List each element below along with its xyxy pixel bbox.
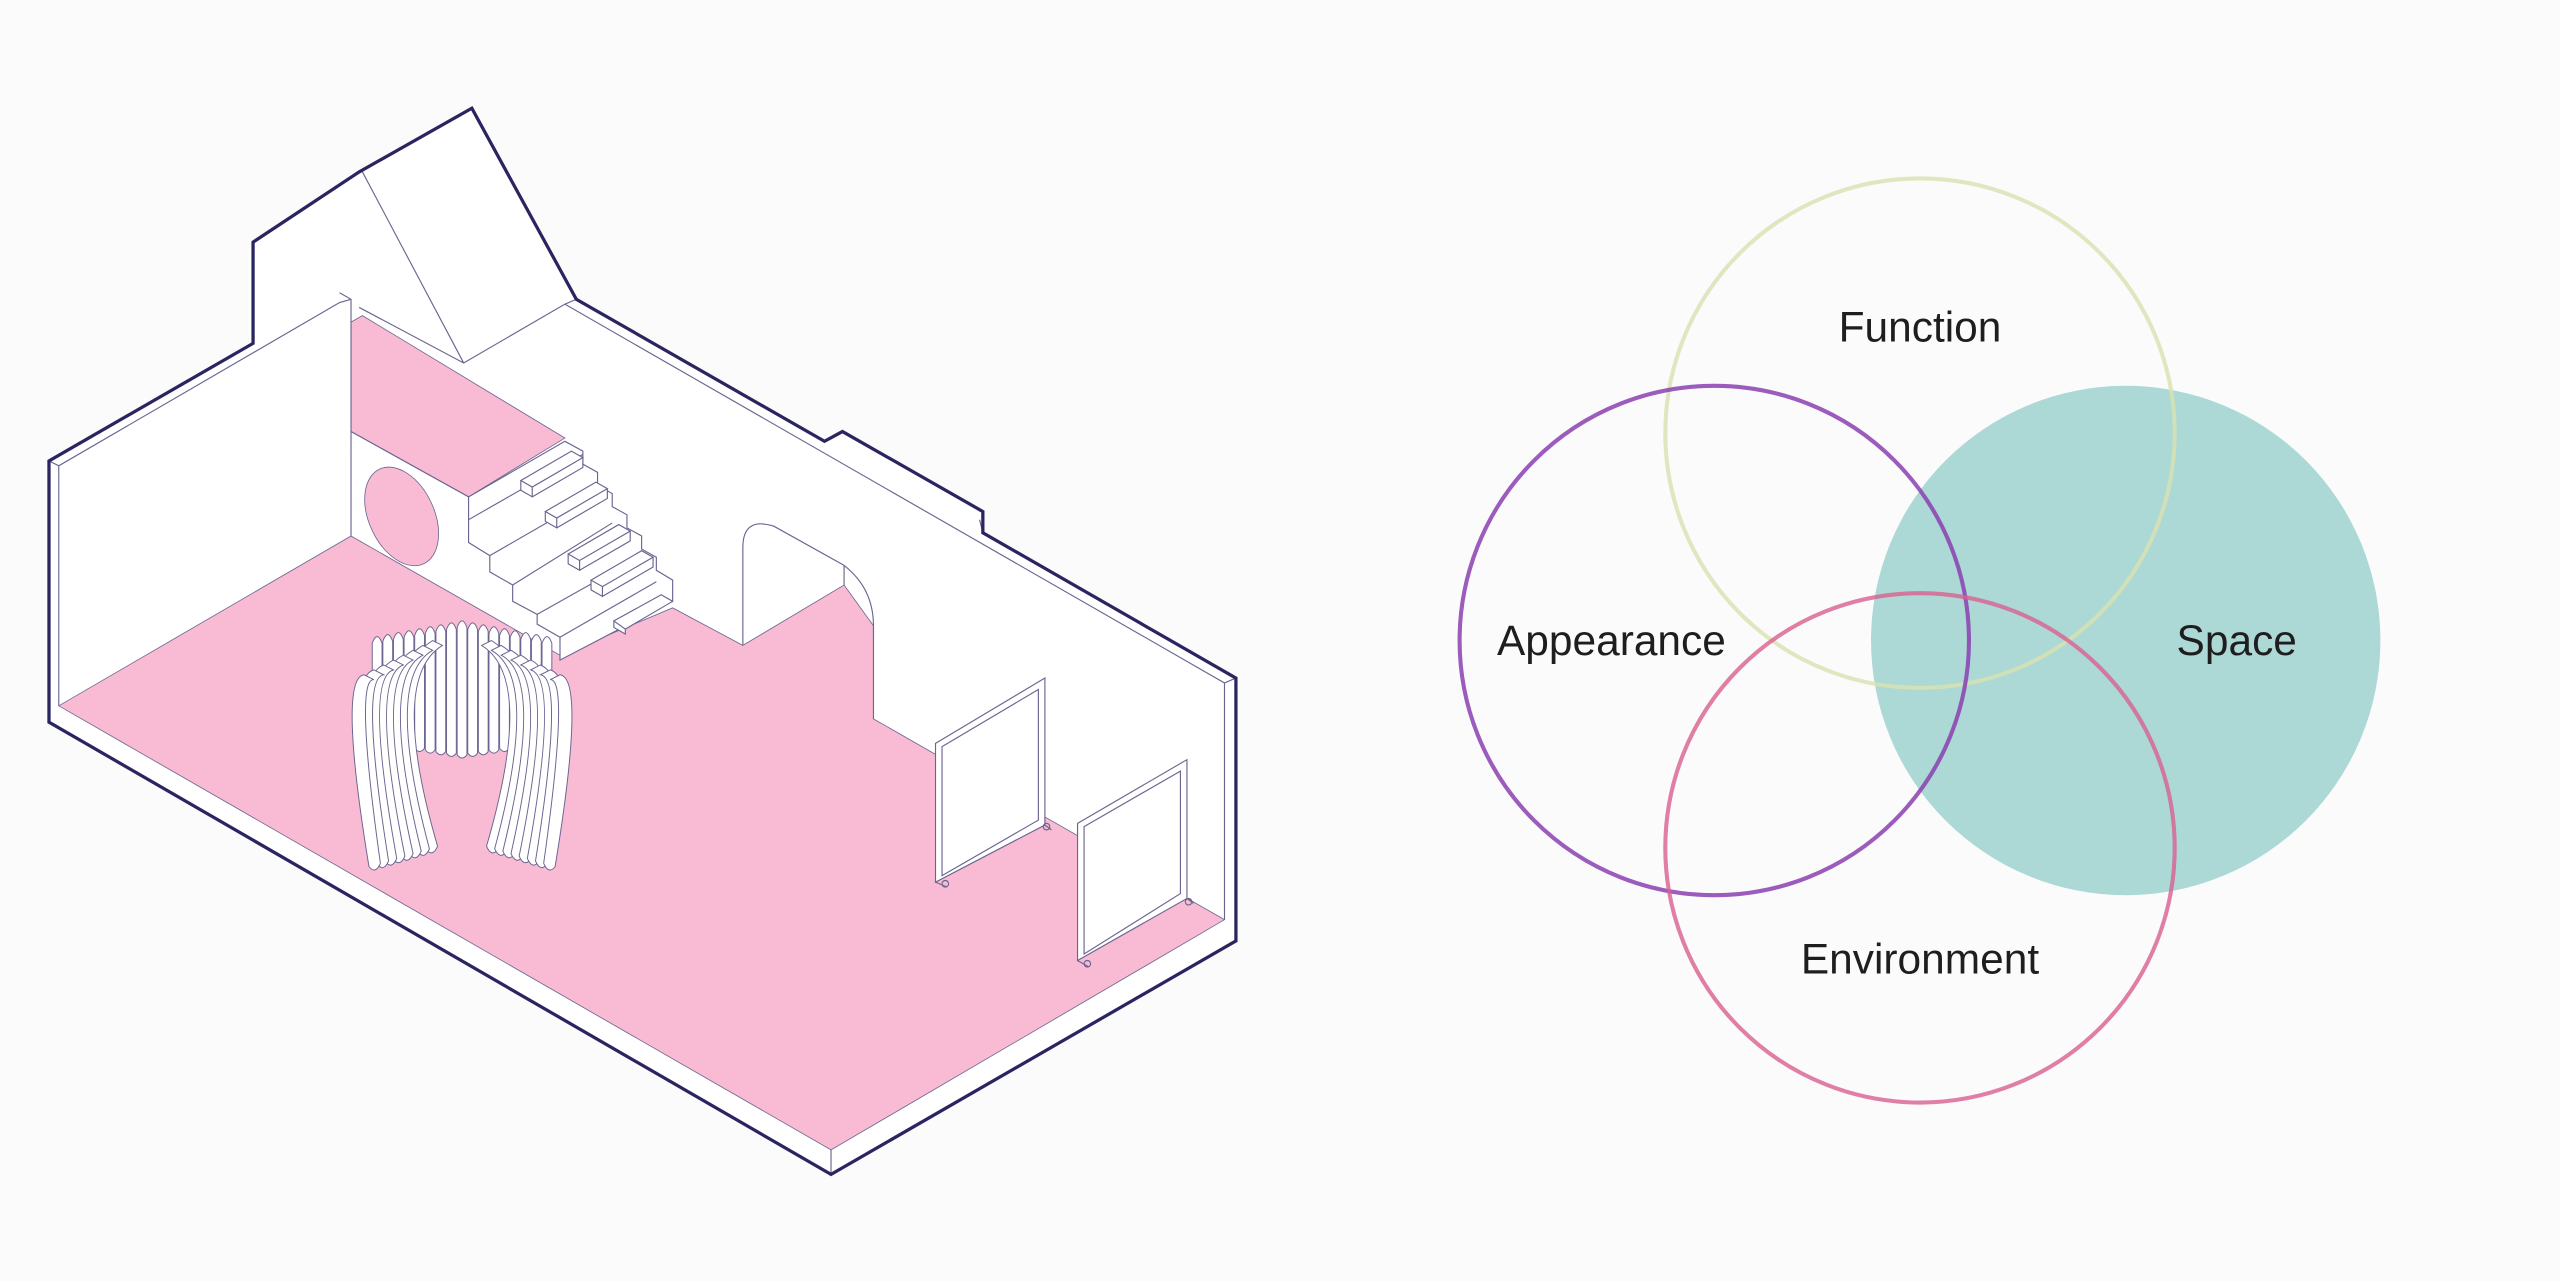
staircase <box>468 440 674 662</box>
venn-label-environment: Environment <box>1801 936 2039 983</box>
dome-rib <box>456 620 468 759</box>
dome-rib <box>446 622 457 757</box>
venn-label-appearance: Appearance <box>1497 617 1726 664</box>
dome-rib <box>435 624 447 756</box>
venn-circle-space <box>1871 385 2381 896</box>
venn-label-function: Function <box>1839 304 2002 351</box>
venn-circle-environment <box>1663 591 2177 1105</box>
venn-diagram: Function Appearance Space Environment <box>1457 176 2381 1105</box>
venn-label-space: Space <box>2177 617 2297 664</box>
ribbed-dome-pavilion <box>351 620 573 871</box>
dome-rib <box>467 622 479 757</box>
circular-opening <box>364 466 439 567</box>
arched-opening <box>742 523 875 719</box>
partition-screen <box>934 677 1052 888</box>
axonometric-room-drawing <box>47 106 1238 1177</box>
venn-circle-function <box>1663 176 2177 690</box>
dome-rib <box>543 674 573 871</box>
section-outline <box>47 106 1238 1177</box>
dome-rib <box>477 624 489 756</box>
venn-circle-appearance <box>1457 383 1972 898</box>
dome-rib <box>351 674 381 871</box>
partition-screen <box>1076 758 1194 968</box>
